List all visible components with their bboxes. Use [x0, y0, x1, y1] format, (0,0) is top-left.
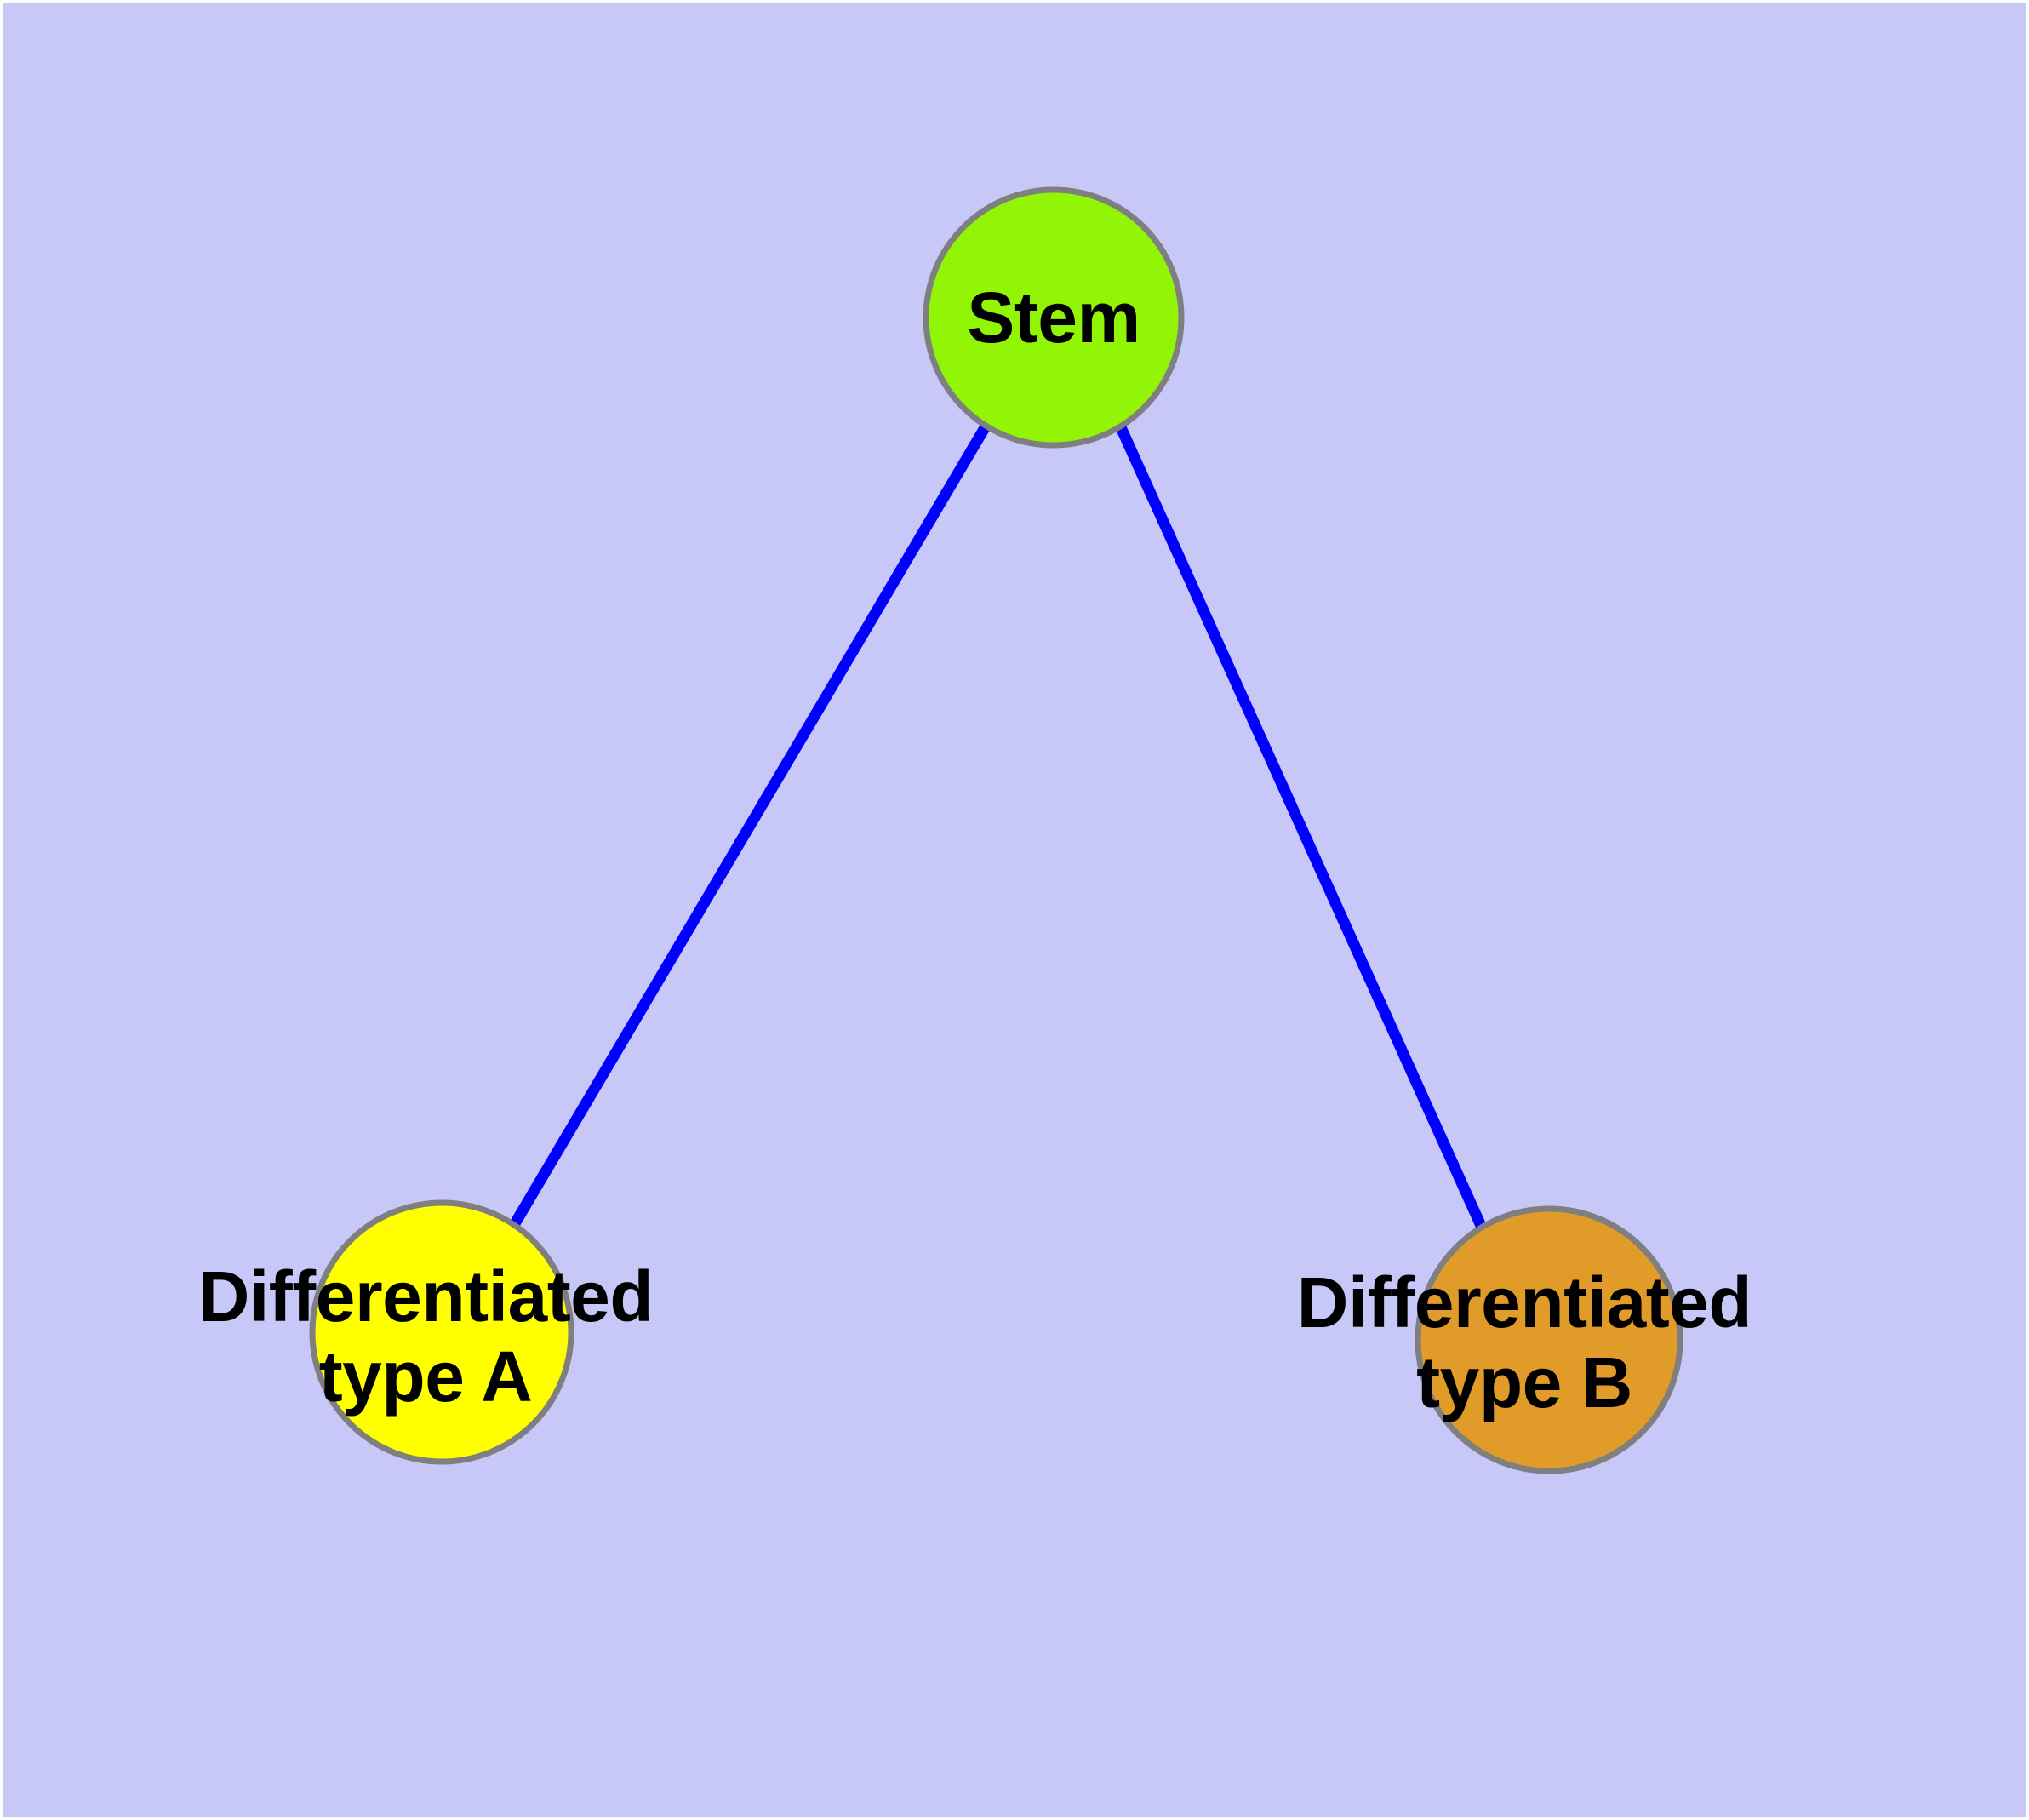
- edge-stem-to-diff-a: [509, 423, 991, 1228]
- node-stem[interactable]: [923, 186, 1185, 449]
- node-differentiated-type-a[interactable]: [309, 1199, 574, 1465]
- node-differentiated-type-b[interactable]: [1415, 1205, 1683, 1474]
- nodes-group: [309, 186, 1683, 1474]
- edges-group: [509, 423, 1487, 1230]
- edge-stem-to-diff-b: [1115, 423, 1487, 1230]
